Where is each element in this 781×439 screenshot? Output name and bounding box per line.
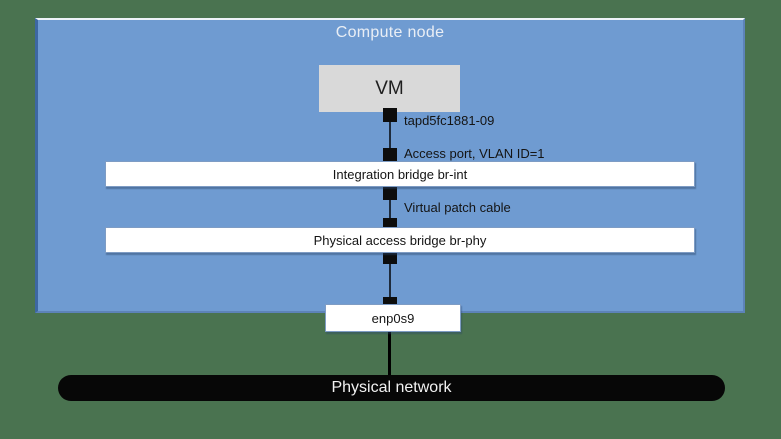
compute-node-title: Compute node — [335, 24, 445, 41]
br-int-access-port-icon — [383, 148, 397, 162]
nic-node: enp0s9 — [325, 304, 461, 332]
vm-node: VM — [319, 65, 460, 112]
vm-tap-port-icon — [383, 108, 397, 122]
physical-network-label: Physical network — [331, 379, 452, 396]
nic-node-label: enp0s9 — [371, 310, 415, 326]
vm-node-label: VM — [375, 77, 404, 99]
physical-network-node: Physical network — [58, 375, 725, 401]
vm-to-nic-connector-line — [389, 112, 391, 305]
integration-bridge-node: Integration bridge br-int — [105, 161, 695, 187]
integration-bridge-label: Integration bridge br-int — [332, 166, 468, 182]
br-phy-bottom-port-icon — [383, 250, 397, 264]
physical-bridge-node: Physical access bridge br-phy — [105, 227, 695, 253]
physical-bridge-label: Physical access bridge br-phy — [313, 232, 487, 248]
tap-interface-label: tapd5fc1881-09 — [404, 113, 495, 128]
patch-cable-label: Virtual patch cable — [404, 200, 511, 215]
access-port-label: Access port, VLAN ID=1 — [404, 146, 545, 161]
br-int-patch-port-icon — [383, 186, 397, 200]
nic-to-network-connector-line — [388, 331, 391, 377]
